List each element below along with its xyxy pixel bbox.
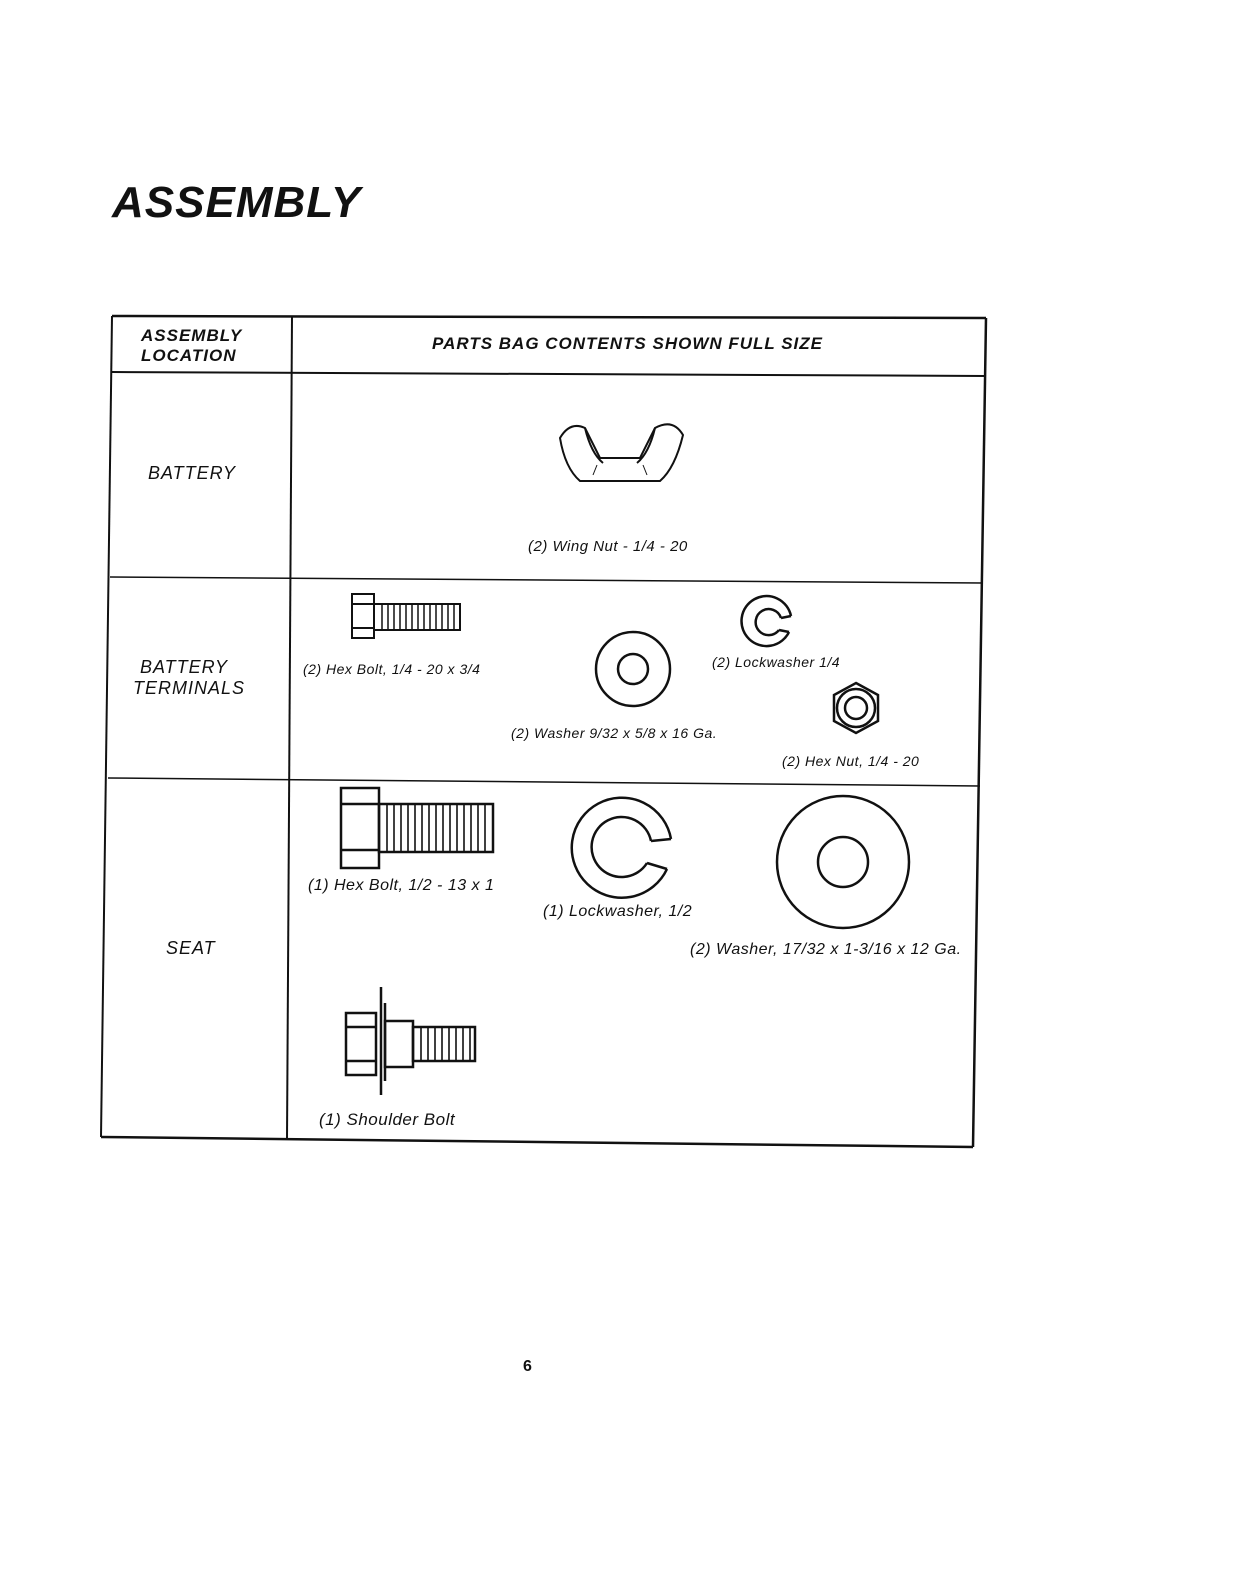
wing-nut-icon [558, 423, 685, 482]
part-label: (2) Wing Nut - 1/4 - 20 [528, 538, 688, 555]
row-battery-location: BATTERY [148, 463, 237, 483]
lockwasher-icon [570, 796, 673, 899]
part-label: (2) Hex Bolt, 1/4 - 20 x 3/4 [303, 661, 481, 677]
shoulder-bolt-icon [344, 987, 477, 1095]
part-label: (2) Washer, 17/32 x 1-3/16 x 12 Ga. [690, 941, 962, 958]
row-battery-terminals-location-line1: BATTERY [140, 657, 229, 677]
row-seat-location: SEAT [166, 938, 216, 958]
part-label: (1) Shoulder Bolt [319, 1110, 456, 1129]
washer-icon [775, 794, 911, 930]
header-location-line2: LOCATION [141, 346, 237, 365]
part-label: (1) Hex Bolt, 1/2 - 13 x 1 [308, 877, 495, 894]
part-label: (2) Lockwasher 1/4 [712, 654, 841, 670]
page-number: 6 [523, 1358, 532, 1375]
header-location-line1: ASSEMBLY [141, 326, 243, 345]
part-label: (2) Hex Nut, 1/4 - 20 [782, 753, 920, 769]
part-label: (1) Lockwasher, 1/2 [543, 903, 693, 920]
page-title: ASSEMBLY [112, 178, 362, 227]
hex-bolt-icon [351, 593, 461, 639]
washer-icon [594, 630, 672, 708]
part-label: (2) Washer 9/32 x 5/8 x 16 Ga. [511, 725, 718, 741]
row-battery-terminals-location-line2: TERMINALS [133, 678, 246, 698]
hex-bolt-icon [339, 786, 495, 870]
hex-nut-icon [832, 681, 880, 735]
lockwasher-icon [740, 594, 793, 648]
header-contents: PARTS BAG CONTENTS SHOWN FULL SIZE [432, 334, 824, 353]
